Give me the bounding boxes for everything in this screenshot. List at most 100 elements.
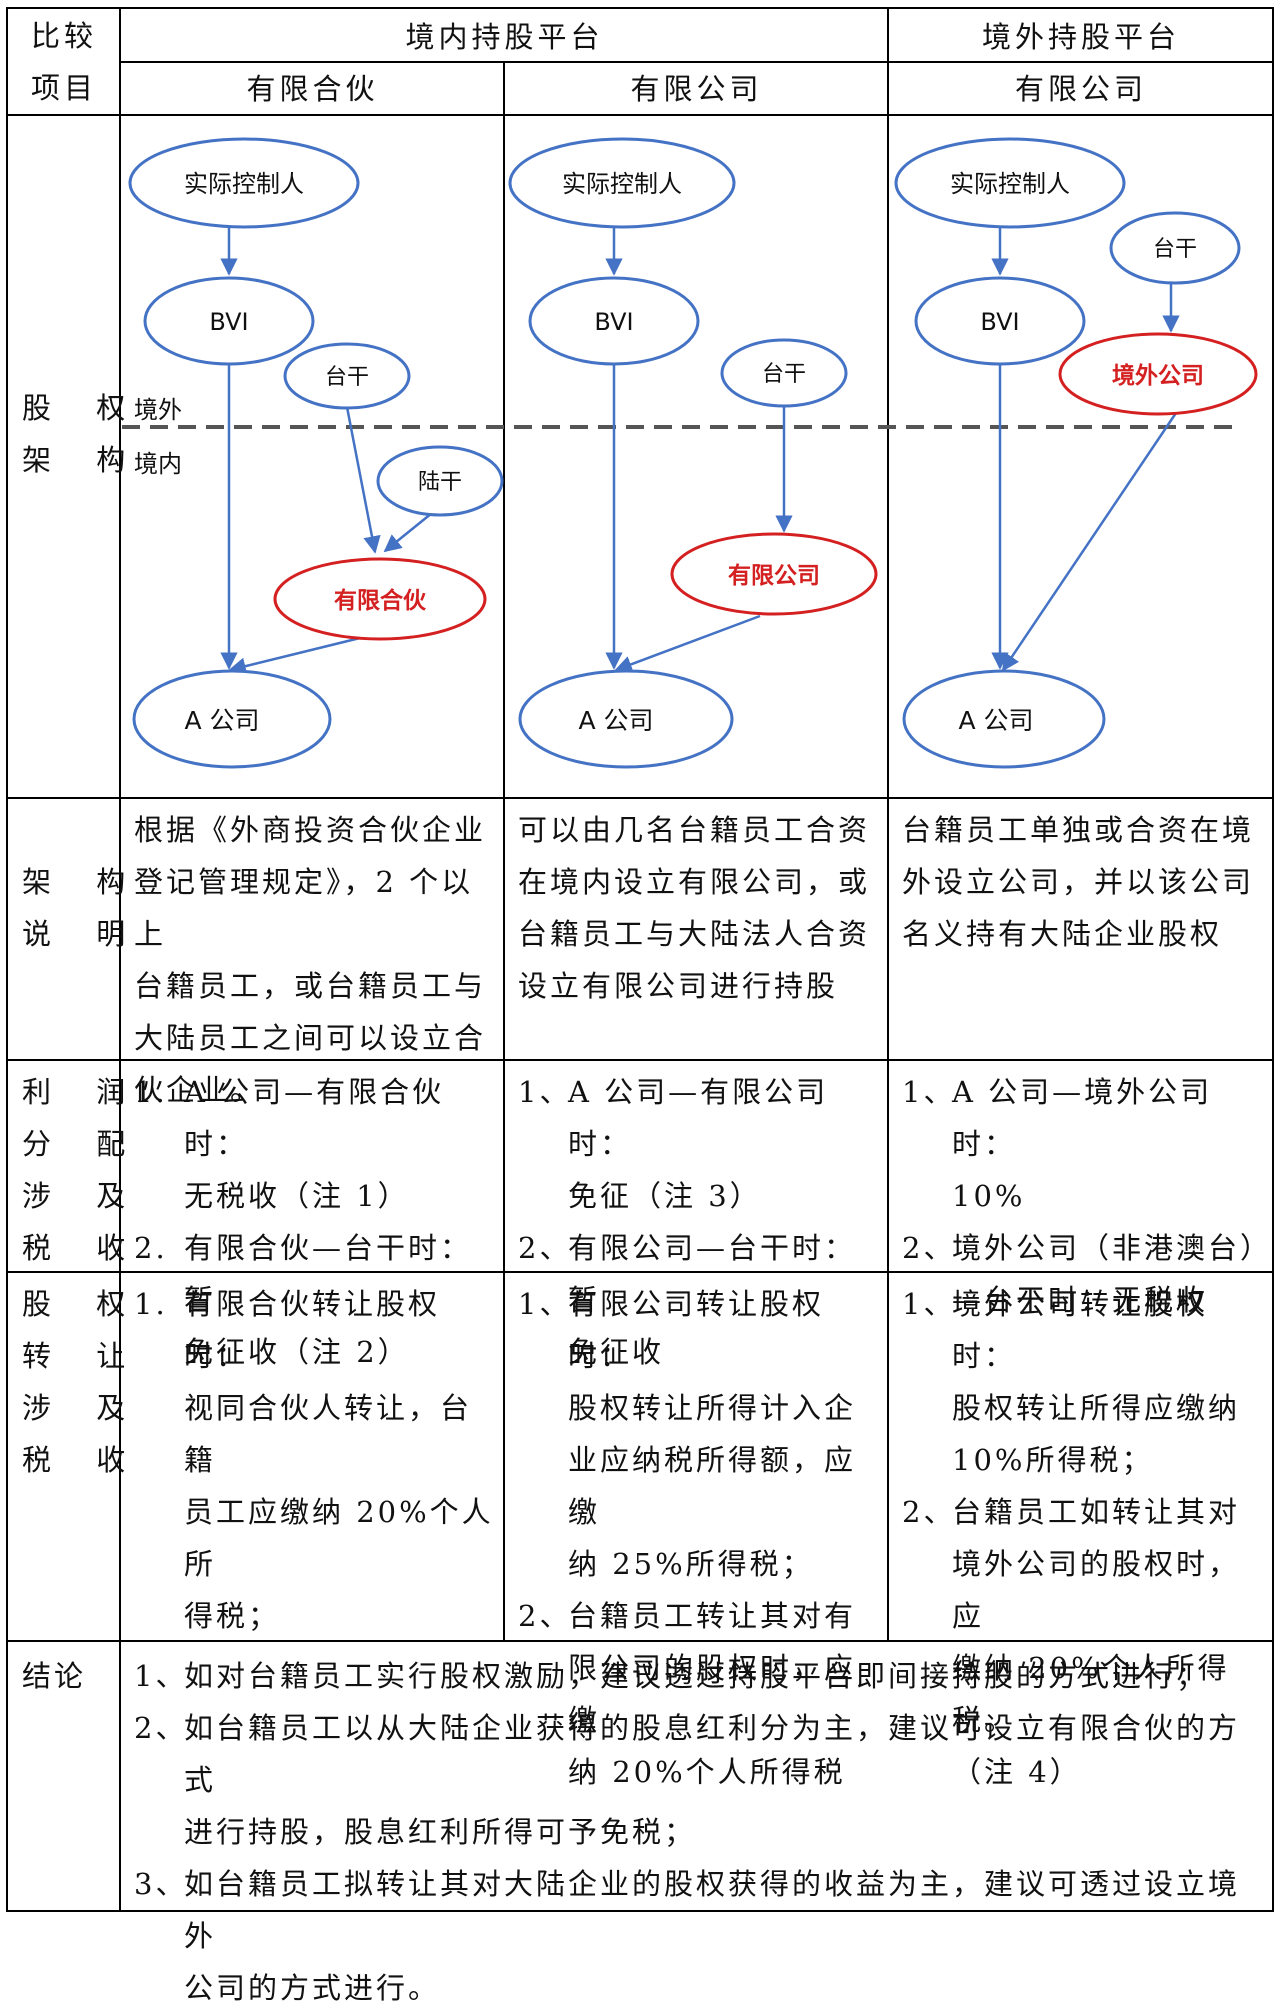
list-line: 缴纳 20%个人所得税。 <box>952 1651 1230 1737</box>
list-line: 免征收（注 2） <box>184 1335 410 1369</box>
list-line: 无税收（注 1） <box>184 1179 410 1213</box>
table-grid <box>6 7 1274 1912</box>
description-overseas-company: 台籍员工单独或合资在境 外设立公司，并以该公司 名义持有大陆企业股权 <box>902 804 1268 960</box>
overseas-region-label: 境外 <box>134 396 182 424</box>
node-bvi-1-label: BVI <box>209 308 248 336</box>
transfer-partnership: 1. 有限合伙转让股权时： 视同合伙人转让，台籍 员工应缴纳 20%个人所 得税… <box>134 1278 498 1642</box>
description-partnership-line: 根据《外商投资合伙企业 <box>134 813 487 847</box>
transfer-overseas-company: 1、 境外公司转让股权时： 股权转让所得应缴纳 10%所得税； 2、 台籍员工如… <box>902 1278 1268 1798</box>
node-controller-2: 实际控制人 <box>508 137 736 229</box>
list-line: 有限公司—台干时：暂 <box>568 1231 857 1317</box>
node-controller-1-label: 实际控制人 <box>184 170 304 198</box>
list-line: 纳 25%所得税； <box>568 1547 814 1581</box>
compare-header-line1: 比较 <box>30 19 97 53</box>
compare-header: 比较 项目 <box>8 10 120 114</box>
node-overseas-company: 境外公司 <box>1058 332 1258 416</box>
list-line: A 公司—有限合伙时： <box>184 1075 445 1161</box>
list-number: 1. <box>134 1075 168 1109</box>
description-partnership-line: 台籍员工，或台籍员工与 <box>134 969 487 1003</box>
list-line: 台籍员工转让其对有 <box>568 1599 857 1633</box>
description-domestic-line: 可以由几名台籍员工合资 <box>518 813 871 847</box>
profit-partnership: 1. A 公司—有限合伙时： 无税收（注 1） 2. 有限合伙—台干时：暂免征收（… <box>134 1066 498 1378</box>
list-item: 2、 如台籍员工以从大陆企业获得的股息红利分为主，建议可设立有限合伙的方式进行持… <box>134 1702 1268 1858</box>
list-item: 2、 台籍员工转让其对有 限公司的股权时，应缴 纳 20%个人所得税 <box>518 1590 882 1798</box>
list-line: A 公司—境外公司时： <box>952 1075 1213 1161</box>
profit-overseas-company: 1、 A 公司—境外公司时：10% 2、 境外公司（非港澳台）—台干时：无税收 <box>902 1066 1273 1326</box>
list-number: 1、 <box>902 1075 956 1109</box>
list-number: 2、 <box>134 1711 188 1745</box>
list-item: 1、 境外公司转让股权时： 股权转让所得应缴纳 10%所得税； <box>902 1278 1268 1486</box>
domestic-company-header: 有限公司 <box>630 72 763 106</box>
list-line: 10%所得税； <box>952 1443 1154 1477</box>
conclusion-list: 1、 如对台籍员工实行股权激励，建议透过持股平台即间接持股的方式进行； 2、 如… <box>134 1650 1268 2014</box>
list-item: 2、 境外公司（非港澳台）—台干时：无税收 <box>902 1222 1273 1326</box>
list-line: 有限合伙—台干时：暂 <box>184 1231 473 1317</box>
node-bvi-1: BVI <box>143 276 315 366</box>
transfer-label-line2: 转 让 <box>22 1339 144 1373</box>
list-item: 1、 A 公司—有限公司时：免征（注 3） <box>518 1066 882 1222</box>
node-controller-2-label: 实际控制人 <box>562 170 682 198</box>
arrow-twstaff-to-partnership <box>345 406 381 554</box>
profit-domestic-company: 1、 A 公司—有限公司时：免征（注 3） 2、 有限公司—台干时：暂免征收 <box>518 1066 882 1378</box>
list-item: 1. 有限合伙转让股权时： 视同合伙人转让，台籍 员工应缴纳 20%个人所 得税… <box>134 1278 498 1642</box>
structure-row-label: 股 权 架 构 <box>22 382 143 486</box>
node-overseas-company-label: 境外公司 <box>1112 362 1204 389</box>
conclusion-row-label: 结论 <box>22 1659 87 1693</box>
structure-diagram: 境外 境内 实际控制人 BVI 台干 陆干 有限合伙 <box>122 137 1258 769</box>
description-domestic-line: 在境内设立有限公司，或 <box>518 865 871 899</box>
node-controller-3-label: 实际控制人 <box>950 170 1070 198</box>
description-label-line2: 说 明 <box>22 917 144 951</box>
list-line: 境外公司（非港澳台） <box>952 1231 1273 1265</box>
node-bvi-2-label: BVI <box>594 308 633 336</box>
description-partnership-line: 伙企业。 <box>134 1073 263 1107</box>
domestic-region-label: 境内 <box>134 450 182 478</box>
list-line: 限公司的股权时，应缴 <box>568 1651 857 1737</box>
list-line: 如对台籍员工实行股权激励，建议透过持股平台即间接持股的方式进行； <box>184 1659 1209 1693</box>
list-line: 有限公司转让股权时： <box>568 1287 825 1373</box>
list-line: 纳 20%个人所得税 <box>568 1755 846 1789</box>
partnership-header: 有限合伙 <box>246 72 379 106</box>
overseas-company-header: 有限公司 <box>1014 72 1147 106</box>
list-line: 进行持股，股息红利所得可予免税； <box>184 1815 697 1849</box>
profit-label-line1: 利 润 <box>22 1075 144 1109</box>
list-item: 2、 台籍员工如转让其对 境外公司的股权时，应 缴纳 20%个人所得税。 （注 … <box>902 1486 1268 1798</box>
node-company-a-2: A 公司 <box>518 669 734 769</box>
list-number: 1. <box>134 1287 168 1321</box>
description-partnership-line: 登记管理规定》，2 个以上 <box>134 865 474 951</box>
list-number: 2. <box>134 1231 168 1265</box>
list-line: 股权转让所得应缴纳 <box>952 1391 1241 1425</box>
node-mlstaff: 陆干 <box>376 445 504 517</box>
list-number: 3、 <box>134 1867 188 1901</box>
description-domestic-company: 可以由几名台籍员工合资 在境内设立有限公司，或 台籍员工与大陆法人合资 设立有限… <box>518 804 882 1012</box>
list-line: 境外公司的股权时，应 <box>952 1547 1241 1633</box>
list-line: 如台籍员工以从大陆企业获得的股息红利分为主，建议可设立有限合伙的方式 <box>184 1711 1241 1797</box>
node-partnership: 有限合伙 <box>273 557 487 641</box>
node-company-a-1: A 公司 <box>132 669 332 769</box>
node-controller-3: 实际控制人 <box>894 137 1126 229</box>
list-line: —台干时：无税收 <box>952 1283 1209 1317</box>
list-item: 1、 有限公司转让股权时： 股权转让所得计入企 业应纳税所得额，应缴 纳 25%… <box>518 1278 882 1590</box>
node-partnership-label: 有限合伙 <box>334 587 427 614</box>
transfer-label-line3: 涉 及 <box>22 1391 144 1425</box>
description-label-line1: 架 构 <box>22 865 144 899</box>
list-number: 1、 <box>518 1075 572 1109</box>
description-domestic-line: 台籍员工与大陆法人合资 <box>518 917 871 951</box>
list-item: 2. 有限合伙—台干时：暂免征收（注 2） <box>134 1222 498 1378</box>
list-number: 1、 <box>902 1287 956 1321</box>
list-line: （注 4） <box>952 1755 1082 1789</box>
list-item: 1. A 公司—有限合伙时： 无税收（注 1） <box>134 1066 498 1222</box>
node-limited-company-label: 有限公司 <box>728 562 820 589</box>
list-line: 得税； <box>184 1599 281 1633</box>
node-twstaff-3: 台干 <box>1109 211 1241 285</box>
transfer-label-line1: 股 权 <box>22 1287 144 1321</box>
node-mlstaff-label: 陆干 <box>418 470 462 495</box>
transfer-domestic-company: 1、 有限公司转让股权时： 股权转让所得计入企 业应纳税所得额，应缴 纳 25%… <box>518 1278 882 1798</box>
overseas-platform-header: 境外持股平台 <box>981 20 1180 54</box>
list-line: 股权转让所得计入企 <box>568 1391 857 1425</box>
description-overseas-line: 名义持有大陆企业股权 <box>902 917 1223 951</box>
list-number: 2、 <box>518 1231 572 1265</box>
node-bvi-3: BVI <box>914 276 1086 366</box>
node-company-a-2-label: A 公司 <box>578 706 653 735</box>
description-domestic-line: 设立有限公司进行持股 <box>518 969 839 1003</box>
profit-label-line3: 涉 及 <box>22 1179 144 1213</box>
